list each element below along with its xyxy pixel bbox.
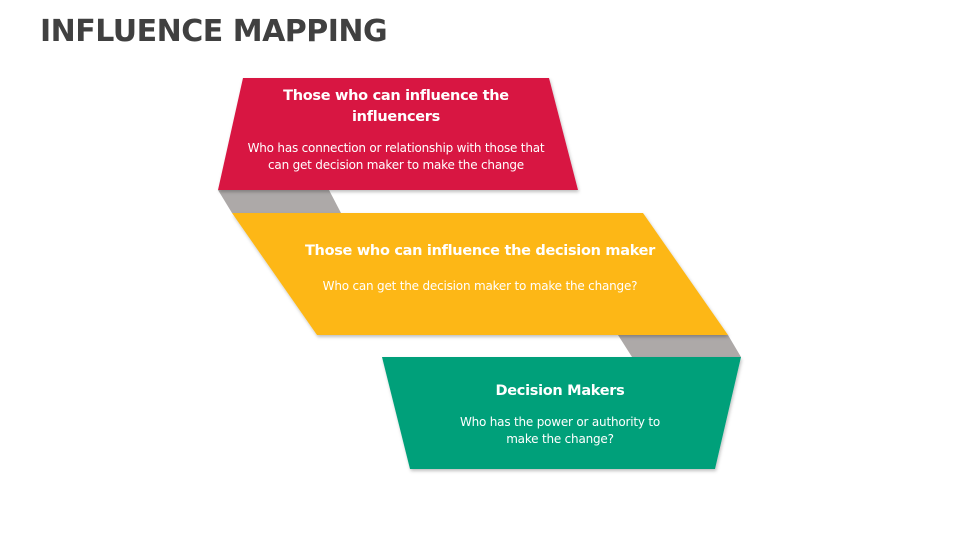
influence-decision-maker-heading: Those who can influence the decision mak…: [304, 243, 656, 259]
influence-decision-maker-description: Who can get the decision maker to make t…: [322, 279, 638, 293]
influencers-description: Who has connection or relationship with …: [247, 141, 545, 172]
decision-makers-text: Decision Makers Who has the power or aut…: [440, 381, 680, 448]
influencers-text: Those who can influence the influencers …: [236, 86, 556, 174]
influencers-heading: Those who can influence the influencers: [283, 88, 509, 125]
connector-2: [618, 335, 741, 357]
influence-decision-maker-shape: [232, 213, 728, 335]
connector-1: [218, 190, 341, 213]
decision-makers-shape: [382, 357, 741, 469]
slide-title: INFLUENCE MAPPING: [40, 14, 388, 49]
influencers-shape: [218, 78, 578, 190]
decision-makers-heading: Decision Makers: [495, 383, 625, 399]
decision-makers-description: Who has the power or authority to make t…: [459, 415, 661, 446]
influence-decision-maker-text: Those who can influence the decision mak…: [290, 241, 670, 295]
